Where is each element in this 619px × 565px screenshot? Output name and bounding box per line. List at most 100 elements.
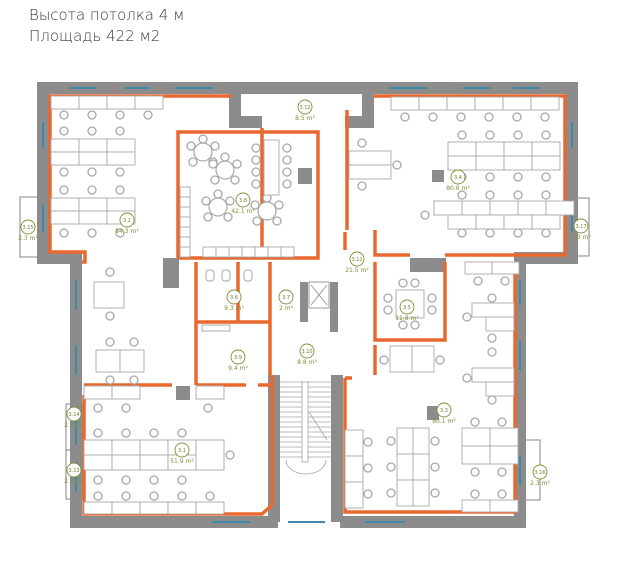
toilet-icon [221, 269, 231, 282]
chair-icon [282, 143, 292, 153]
chair-icon [230, 175, 240, 185]
desk [111, 385, 141, 400]
room-number-badge [450, 169, 466, 185]
room-number-badge [66, 406, 82, 422]
chair-icon [203, 212, 213, 222]
desk [228, 246, 243, 258]
room-label: 3.108.8 m² [297, 343, 317, 366]
chair-icon [59, 228, 69, 238]
chair-icon [386, 436, 396, 446]
room-number: 3.6 [230, 295, 238, 301]
room-number: 3.17 [575, 224, 586, 230]
chair-icon [210, 175, 220, 185]
desk [50, 151, 80, 166]
outer-wall [37, 82, 578, 528]
room-number: 3.9 [234, 355, 242, 361]
desk [396, 453, 414, 481]
chair-icon [129, 337, 139, 347]
chair-icon [93, 491, 103, 501]
room-number: 3.2 [123, 218, 131, 224]
chair-icon [410, 278, 420, 288]
desk [475, 155, 505, 171]
desk [461, 445, 491, 465]
room-label: 3.380.1 m² [432, 402, 456, 425]
room-area: 80.6 m² [446, 185, 470, 192]
chair-icon [121, 475, 131, 485]
desk [412, 453, 430, 481]
wall-blocks [163, 170, 446, 420]
desk [78, 197, 108, 212]
chair-icon [213, 189, 223, 199]
chair-icon [462, 312, 472, 322]
chair-icon [379, 355, 389, 365]
toilet-icon [243, 269, 253, 282]
chair-icon [282, 179, 292, 189]
desk [111, 439, 141, 456]
desk [111, 454, 141, 471]
desk [485, 316, 515, 332]
room-number: 3.5 [403, 305, 411, 311]
desk [489, 427, 519, 447]
chair-icon [398, 278, 408, 288]
chair-icon [59, 185, 69, 195]
desk [167, 501, 197, 515]
desk [348, 150, 392, 166]
chair-icon [485, 228, 495, 238]
chair-icon [201, 196, 211, 206]
chair-icon [386, 488, 396, 498]
desk [93, 281, 125, 309]
chair-icon [363, 437, 373, 447]
chair-icon [428, 112, 438, 122]
chair-icon [497, 489, 507, 499]
room-label: 3.99.4 m² [228, 349, 248, 372]
chair-icon [383, 305, 393, 315]
chair-icon [251, 179, 261, 189]
stairs [280, 381, 331, 475]
chair-icon [205, 491, 215, 501]
chair-icon [115, 228, 125, 238]
chair-icon [188, 157, 198, 167]
desk [461, 200, 491, 216]
desk [530, 96, 560, 111]
chair-icon [485, 130, 495, 140]
desk [83, 454, 113, 471]
desk [254, 246, 269, 258]
chair-icon [430, 436, 440, 446]
room-number: 3.12 [299, 105, 310, 111]
room-area: 2.3 m² [64, 478, 84, 485]
room-number-badge [436, 402, 452, 418]
room-number-badge [349, 251, 365, 267]
chair-icon [513, 228, 523, 238]
room-number-badge [119, 212, 135, 228]
chair-icon [541, 190, 551, 200]
chair-icon [272, 216, 282, 226]
room-number: 3.10 [301, 349, 312, 355]
chair-icon [430, 488, 440, 498]
chair-icon [282, 167, 292, 177]
chair-icon [484, 112, 494, 122]
chair-icon [115, 185, 125, 195]
room-label: 3.128.5 m² [295, 99, 315, 122]
chair-icon [105, 267, 115, 277]
room-label: 3.69.3 m² [224, 289, 244, 312]
room-area: 84.3 m² [115, 228, 139, 235]
room-number-badge [297, 99, 313, 115]
room-area: 2.3 m² [571, 234, 591, 241]
room-number: 3.7 [282, 295, 290, 301]
room-label: 3.17 2.3 m² [571, 218, 591, 241]
chair-icon [121, 491, 131, 501]
desk [106, 138, 136, 153]
chair-icon [149, 475, 159, 485]
room-label: 3.842.1 m² [231, 192, 255, 215]
room-area: 21.5 m² [345, 267, 369, 274]
toilet-icon [205, 269, 215, 282]
chair-icon [121, 428, 131, 438]
chair-icon [115, 126, 125, 136]
chair-icon [105, 375, 115, 385]
chair-icon [93, 475, 103, 485]
desk [202, 246, 217, 258]
desk [503, 214, 533, 230]
stair-direction-line [308, 411, 328, 441]
desk [489, 445, 519, 465]
desk [348, 164, 392, 180]
